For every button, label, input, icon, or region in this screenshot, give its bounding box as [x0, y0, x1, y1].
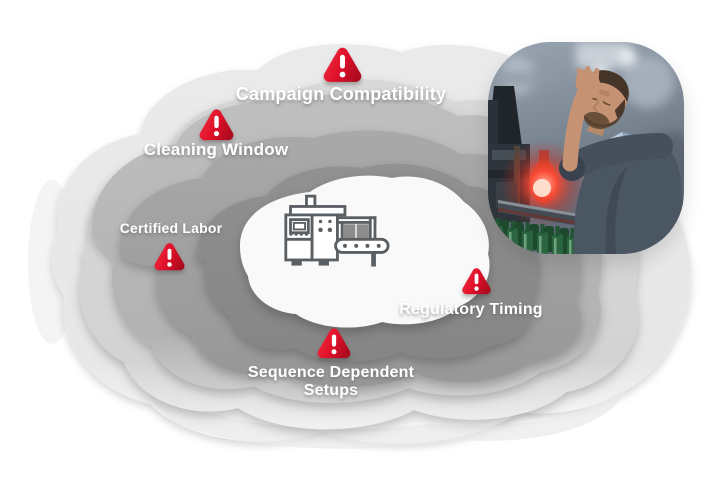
- contour-wisp-bottom: [150, 386, 628, 449]
- label-regulatory-timing: Regulatory Timing: [399, 301, 543, 318]
- machine-package-2: [356, 224, 369, 243]
- stressed-factory-worker-photo: [488, 42, 684, 254]
- warning-triangle-icon: [316, 326, 352, 360]
- warning-triangle-icon: [322, 45, 363, 84]
- label-sequence-dependent-setups: Sequence Dependent Setups: [247, 364, 415, 399]
- machine-mid-cabinet: [310, 213, 339, 262]
- warning-triangle-icon: [461, 266, 492, 296]
- label-campaign-compatibility: Campaign Compatibility: [235, 84, 447, 104]
- machine-conveyor: [334, 237, 390, 254]
- warning-triangle-icon: [153, 241, 186, 272]
- machine-conveyor-rollers: [342, 243, 381, 248]
- worker-fingers: [576, 65, 600, 83]
- worker: [559, 65, 684, 254]
- warning-triangle-icon: [198, 107, 235, 142]
- machine-feet: [289, 219, 376, 267]
- production-line-machine-icon: [284, 194, 390, 267]
- label-cleaning-window: Cleaning Window: [143, 140, 289, 159]
- label-certified-labor: Certified Labor: [119, 220, 223, 236]
- worker-photo-art: [488, 42, 684, 254]
- machine-screen-inner: [292, 221, 306, 231]
- machine-package-1: [343, 224, 356, 243]
